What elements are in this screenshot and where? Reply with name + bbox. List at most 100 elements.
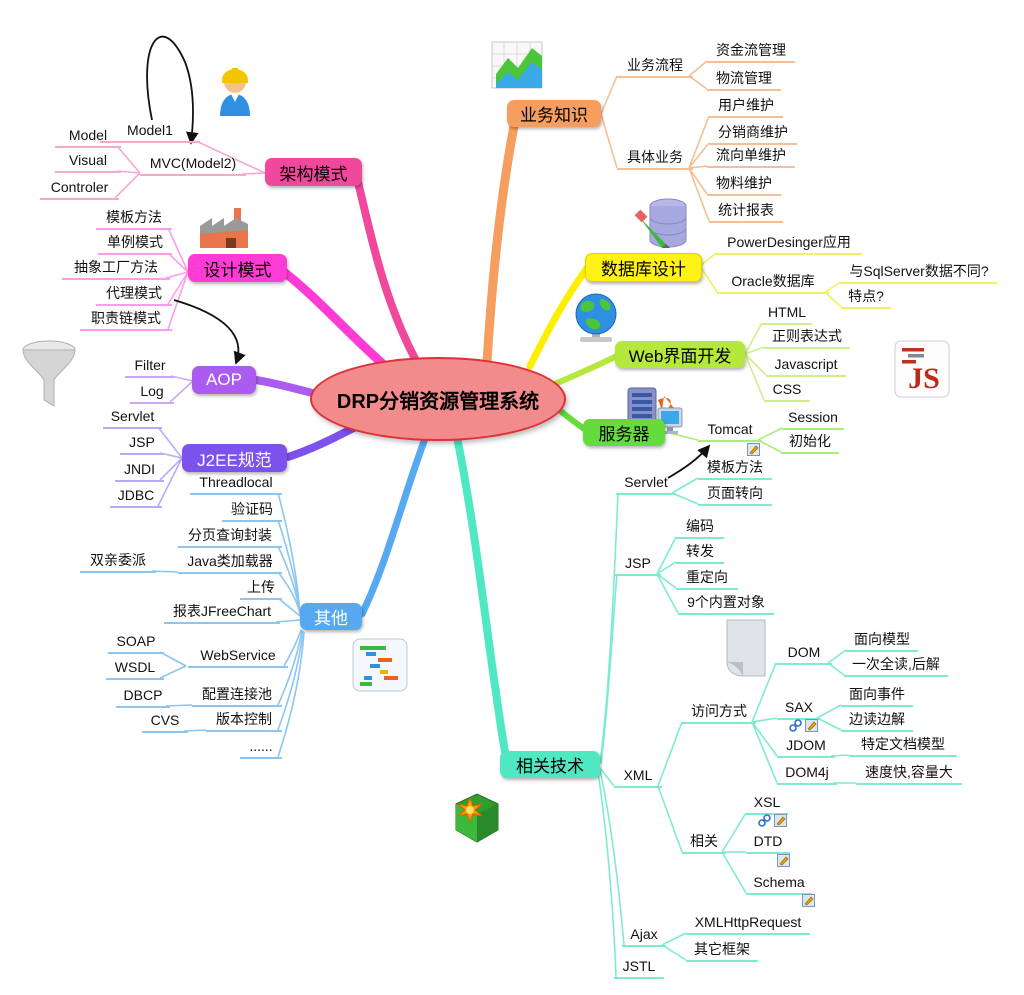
- topic-proxy[interactable]: 代理模式: [96, 285, 172, 306]
- topic-user-maint[interactable]: 用户维护: [709, 97, 783, 118]
- topic-jdom[interactable]: JDOM: [777, 737, 835, 758]
- topic-biz-flow[interactable]: 业务流程: [617, 57, 693, 78]
- topic-webservice[interactable]: WebService: [188, 647, 288, 668]
- topic-log[interactable]: Log: [130, 383, 174, 404]
- topic-jsp[interactable]: JSP: [120, 434, 164, 455]
- topic-xsl[interactable]: XSL: [746, 794, 788, 815]
- note-icon[interactable]: [802, 894, 815, 907]
- topic-init[interactable]: 初始化: [781, 433, 839, 454]
- topic-concrete-biz[interactable]: 具体业务: [617, 149, 693, 170]
- topic-parent-delegate[interactable]: 双亲委派: [80, 552, 156, 573]
- link-icon[interactable]: [758, 814, 771, 827]
- arrow-proxy-to-aop: [173, 299, 246, 365]
- branch-business[interactable]: 业务知识: [507, 100, 601, 127]
- topic-dbcp[interactable]: DBCP: [116, 687, 170, 708]
- topic-tomcat[interactable]: Tomcat: [698, 421, 762, 442]
- topic-features[interactable]: 特点?: [841, 288, 891, 309]
- branch-related-tech[interactable]: 相关技术: [500, 751, 600, 778]
- topic-forward[interactable]: 转发: [676, 543, 724, 564]
- topic-report-stats[interactable]: 统计报表: [709, 202, 783, 223]
- topic-html[interactable]: HTML: [762, 304, 812, 325]
- branch-other[interactable]: 其他: [300, 603, 362, 630]
- topic-cvs[interactable]: CVS: [142, 712, 188, 733]
- topic-css[interactable]: CSS: [764, 381, 810, 402]
- topic-conn-pool[interactable]: 配置连接池: [192, 686, 282, 707]
- topic-paging[interactable]: 分页查询封装: [178, 527, 282, 548]
- topic-xml[interactable]: XML: [614, 767, 662, 788]
- topic-powerdesigner[interactable]: PowerDesinger应用: [716, 234, 862, 255]
- topic-chain[interactable]: 职责链模式: [80, 310, 172, 331]
- topic-dom-read[interactable]: 一次全读,后解: [844, 656, 948, 677]
- topic-tech-jsp[interactable]: JSP: [615, 555, 661, 576]
- topic-model1[interactable]: Model1: [100, 122, 200, 143]
- note-icon[interactable]: [747, 443, 760, 456]
- topic-jndi[interactable]: JNDI: [115, 461, 164, 482]
- topic-jdbc[interactable]: JDBC: [110, 487, 162, 508]
- topic-classloader[interactable]: Java类加载器: [178, 553, 282, 574]
- topic-distributor-maint[interactable]: 分销商维护: [709, 124, 797, 145]
- topic-oracle[interactable]: Oracle数据库: [717, 273, 829, 294]
- topic-dom[interactable]: DOM: [776, 644, 832, 665]
- topic-redirect[interactable]: 重定向: [676, 569, 738, 590]
- central-topic[interactable]: DRP分销资源管理系统: [310, 357, 566, 441]
- note-icon[interactable]: [805, 719, 818, 732]
- topic-model[interactable]: Model: [55, 127, 121, 148]
- note-icon[interactable]: [777, 854, 790, 867]
- topic-upload[interactable]: 上传: [240, 579, 282, 600]
- topic-tech-template[interactable]: 模板方法: [698, 459, 772, 480]
- topic-jdom-desc[interactable]: 特定文档模型: [849, 736, 957, 757]
- topic-other-frameworks[interactable]: 其它框架: [686, 941, 758, 962]
- topic-funds-mgmt[interactable]: 资金流管理: [707, 42, 795, 63]
- topic-dtd[interactable]: DTD: [746, 833, 790, 854]
- topic-page-forward[interactable]: 页面转向: [698, 485, 772, 506]
- branch-j2ee[interactable]: J2EE规范: [182, 444, 287, 472]
- topic-sqlserver-diff[interactable]: 与SqlServer数据不同?: [841, 263, 997, 284]
- topic-regex[interactable]: 正则表达式: [764, 328, 850, 349]
- topic-sax-event[interactable]: 面向事件: [841, 686, 913, 707]
- topic-more[interactable]: ......: [240, 738, 282, 759]
- topic-soap[interactable]: SOAP: [108, 633, 164, 654]
- link-icon[interactable]: [789, 719, 802, 732]
- topic-jfreechart[interactable]: 报表JFreeChart: [164, 603, 280, 624]
- topic-material-maint[interactable]: 物料维护: [707, 175, 781, 196]
- topic-filter[interactable]: Filter: [125, 357, 175, 378]
- topic-template-method[interactable]: 模板方法: [96, 209, 172, 230]
- topic-logistics-mgmt[interactable]: 物流管理: [707, 70, 781, 91]
- topic-jstl[interactable]: JSTL: [614, 958, 664, 979]
- topic-dom-model[interactable]: 面向模型: [846, 631, 918, 652]
- topic-javascript[interactable]: Javascript: [766, 356, 846, 377]
- topic-ajax[interactable]: Ajax: [622, 926, 666, 947]
- topic-related[interactable]: 相关: [682, 833, 726, 854]
- topic-sax[interactable]: SAX: [777, 699, 821, 720]
- topic-session[interactable]: Session: [782, 409, 844, 430]
- topic-sax-read[interactable]: 边读边解: [841, 711, 913, 732]
- topic-servlet[interactable]: Servlet: [103, 408, 162, 429]
- topic-flowsheet-maint[interactable]: 流向单维护: [707, 147, 795, 168]
- topic-dom4j[interactable]: DOM4j: [777, 764, 837, 785]
- topic-access-mode[interactable]: 访问方式: [682, 703, 756, 724]
- topic-controler[interactable]: Controler: [40, 179, 119, 200]
- topic-xhr[interactable]: XMLHttpRequest: [686, 914, 810, 935]
- topic-mvc[interactable]: MVC(Model2): [140, 155, 246, 176]
- branch-aop[interactable]: AOP: [192, 366, 256, 394]
- note-icon[interactable]: [774, 814, 787, 827]
- branch-architecture[interactable]: 架构模式: [265, 158, 362, 186]
- topic-tech-servlet[interactable]: Servlet: [616, 474, 676, 495]
- branch-db-design[interactable]: 数据库设计: [585, 253, 702, 282]
- branch-server[interactable]: 服务器: [583, 419, 665, 446]
- topic-singleton[interactable]: 单例模式: [98, 234, 172, 255]
- topic-abstract-factory[interactable]: 抽象工厂方法: [62, 259, 170, 280]
- topic-captcha[interactable]: 验证码: [222, 501, 282, 522]
- branch-design-pattern[interactable]: 设计模式: [188, 254, 287, 282]
- topic-visual[interactable]: Visual: [55, 152, 121, 173]
- branch-web-ui[interactable]: Web界面开发: [615, 341, 745, 368]
- cube-icon: [455, 793, 499, 843]
- topic-wsdl[interactable]: WSDL: [106, 659, 164, 680]
- topic-encoding[interactable]: 编码: [676, 518, 724, 539]
- topic-schema[interactable]: Schema: [746, 874, 812, 895]
- topic-threadlocal[interactable]: Threadlocal: [190, 474, 282, 495]
- topic-dom4j-desc[interactable]: 速度快,容量大: [856, 764, 962, 785]
- topic-version-control[interactable]: 版本控制: [206, 711, 282, 732]
- topic-builtin-objects[interactable]: 9个内置对象: [678, 594, 774, 615]
